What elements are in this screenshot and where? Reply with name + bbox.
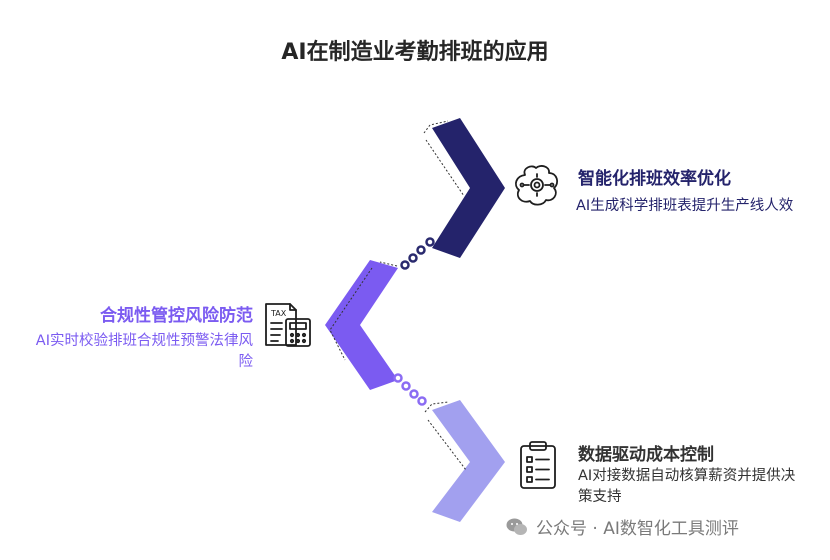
chevron-1 [423,118,505,258]
svg-text:TAX: TAX [270,309,287,318]
item-1-title: 智能化排班效率优化 [578,169,731,189]
clipboard-icon [518,440,558,494]
connector-dots-2 [393,373,427,406]
item-3-title: 数据驱动成本控制 [578,445,714,465]
chevron-3 [424,400,505,522]
tax-document-icon: TAX [262,301,314,353]
item-1-description: AI生成科学排班表提升生产线人效 [576,198,794,214]
item-2-description: AI实时校验排班合规性预警法律风险 [35,333,253,370]
chevron-2 [325,260,398,390]
wechat-icon [506,518,527,535]
item-2-title: 合规性管控风险防范 [100,306,253,326]
connector-dots-1 [400,237,435,270]
page-title: AI在制造业考勤排班的应用 [281,40,549,65]
item-3-description: AI对接数据自动核算薪资并提供决策支持 [578,468,796,505]
brain-icon [512,163,562,211]
watermark: 公众号 · AI数智化工具测评 [506,514,739,539]
watermark-text: 公众号 · AI数智化工具测评 [536,519,739,539]
